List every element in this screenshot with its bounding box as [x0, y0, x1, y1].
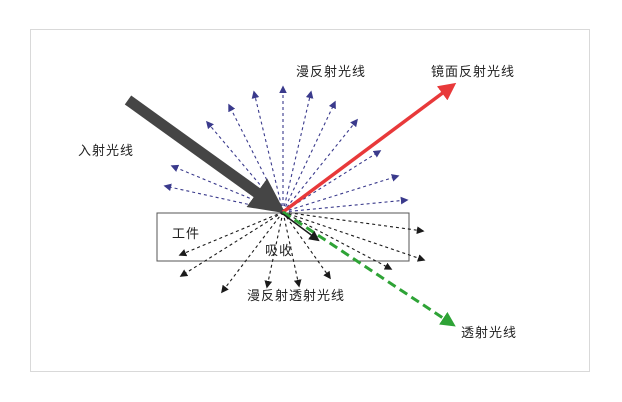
absorption-label: 吸收 [265, 244, 293, 259]
incident-ray [124, 95, 286, 214]
specular-reflection-ray [281, 82, 457, 214]
specular-reflection-label: 镜面反射光线 [431, 64, 515, 80]
diffuse-transmission-ray-3 [221, 211, 284, 294]
diffuse-transmission-ray-1 [178, 211, 284, 257]
diffuse-reflection-ray-10 [282, 118, 358, 213]
diffuse-transmission-rays [178, 211, 426, 294]
diffuse-transmission-ray-2 [179, 211, 284, 277]
diffuse-transmission-ray-8 [282, 211, 426, 262]
diffuse-reflection-ray-13 [282, 196, 409, 213]
diffuse-transmission-label: 漫反射透射光线 [247, 288, 345, 304]
diffuse-reflection-ray-9 [282, 100, 336, 213]
diffuse-reflection-ray-12 [282, 174, 400, 213]
diffuse-reflection-label: 漫反射光线 [296, 64, 366, 80]
workpiece-block [156, 212, 410, 262]
transmitted-ray [282, 210, 456, 327]
incident-ray-label: 入射光线 [78, 143, 134, 159]
diffuse-transmission-ray-6 [282, 211, 331, 280]
diffuse-transmission-ray-7 [282, 211, 393, 270]
workpiece-label: 工件 [172, 227, 200, 242]
diffuse-transmission-ray-5 [282, 211, 302, 288]
diagram-frame [30, 29, 590, 372]
diffuse-transmission-ray-4 [264, 211, 284, 289]
diffuse-reflection-ray-8 [282, 90, 314, 213]
transmitted-ray-label: 透射光线 [461, 325, 517, 341]
absorption-arrow [282, 213, 320, 242]
